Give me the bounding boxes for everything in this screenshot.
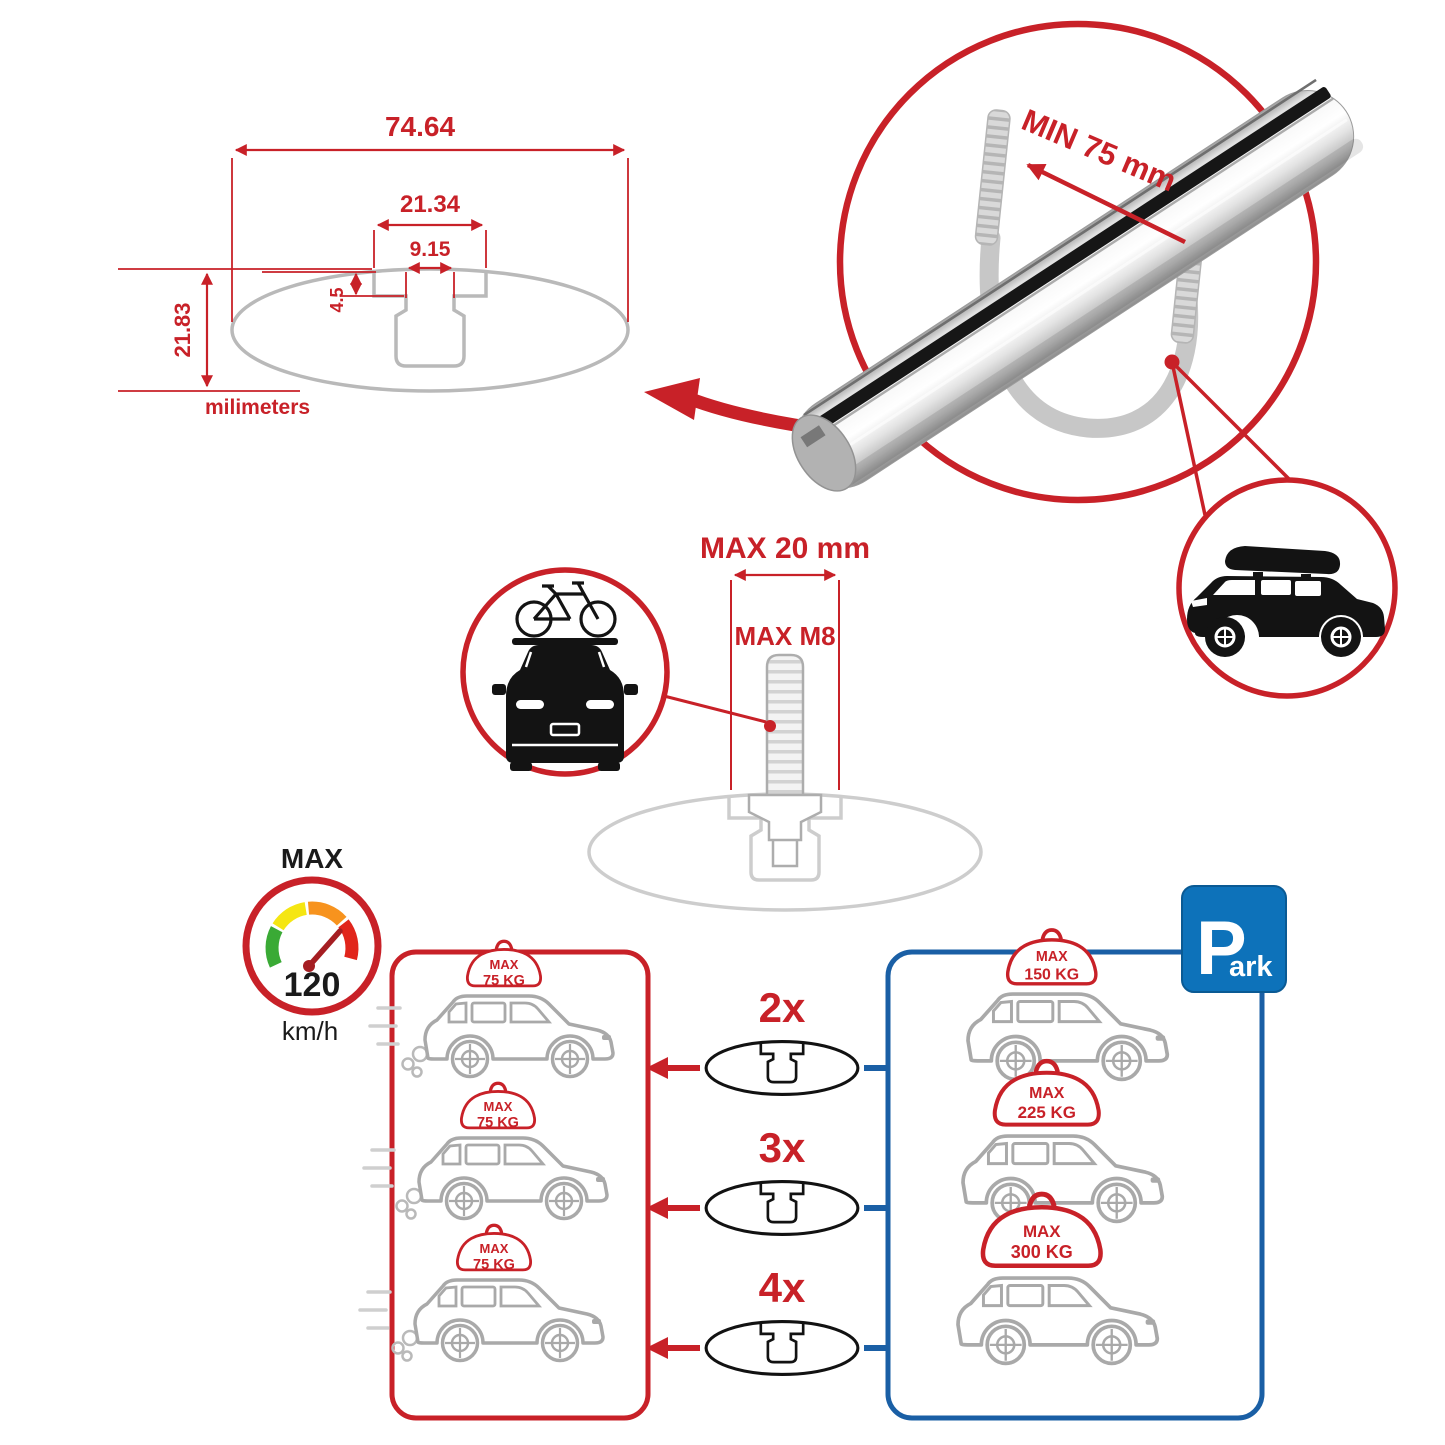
- gauge-max-label: MAX: [281, 843, 344, 874]
- bag-max-label: MAX: [1023, 1222, 1061, 1241]
- motion-lines: [368, 1006, 402, 1046]
- bag-weight-label: 75 KG: [483, 973, 525, 989]
- crossbar-section-icon: [704, 1039, 860, 1097]
- aluminum-bar: [791, 78, 1364, 492]
- bar-options-column: 2x 3x 4x: [646, 984, 918, 1377]
- parked-car-row-3: MAX 300 KG: [956, 1194, 1160, 1366]
- park-sign: P ark: [1181, 885, 1287, 993]
- motion-lines: [362, 1148, 396, 1188]
- gauge-speed-unit: km/h: [282, 1016, 338, 1046]
- suv-with-roofbox-icon: [1187, 546, 1385, 657]
- gauge-circle: [242, 876, 382, 1016]
- parked-car-row-1: MAX 150 KG: [966, 928, 1170, 1082]
- driving-panel: MAX 75 KG MAX 75 KG MAX 75 KG: [358, 939, 651, 1421]
- option-count-1: 2x: [759, 984, 806, 1031]
- mounting-bolt: [747, 653, 823, 868]
- gauge-needle-pivot: [303, 960, 315, 972]
- ghost-profile-channel: [727, 796, 843, 882]
- bag-weight-label: 300 KG: [1011, 1242, 1073, 1262]
- option-count-2: 3x: [759, 1124, 806, 1171]
- option-count-3: 4x: [759, 1264, 806, 1311]
- mounting-detail: MAX 20 mm MAX M8: [460, 532, 983, 912]
- min-span-arrow: [1026, 162, 1186, 245]
- connector-dot: [764, 720, 776, 732]
- parked-car-row-2: MAX 225 KG: [961, 1061, 1165, 1224]
- connector-line: [663, 694, 767, 724]
- motion-lines: [358, 1290, 392, 1330]
- dim-channel-outer: 21.34: [400, 191, 461, 218]
- bag-max-label: MAX: [484, 1099, 513, 1114]
- bag-max-label: MAX: [490, 957, 519, 972]
- speed-gauge: MAX 120 km/h: [242, 843, 382, 1046]
- driving-car-row-1: MAX 75 KG: [368, 939, 615, 1079]
- crossbar-section-icon: [704, 1179, 860, 1237]
- bag-weight-label: 75 KG: [477, 1115, 519, 1131]
- profile-ellipse: [230, 267, 630, 393]
- connector-line: [1170, 361, 1207, 516]
- crossbar-section-icon: [704, 1319, 860, 1377]
- parking-panel: MAX 150 KG MAX 225 KG MAX 300 KG P ark: [885, 885, 1287, 1421]
- bag-weight-label: 75 KG: [473, 1257, 515, 1273]
- max-bolt-label: MAX M8: [734, 621, 835, 651]
- bag-max-label: MAX: [1029, 1085, 1065, 1102]
- driving-car-row-2: MAX 75 KG: [362, 1081, 609, 1221]
- gauge-arc: [265, 901, 359, 968]
- gauge-needle: [306, 928, 343, 969]
- bag-weight-label: 225 KG: [1018, 1103, 1076, 1122]
- units-label: milimeters: [205, 396, 310, 419]
- red-arrowhead: [646, 1057, 668, 1079]
- dimension-diagram: 74.64 21.34 9.15 4.5 21.83 milimeters: [118, 111, 630, 419]
- red-arrowhead: [646, 1197, 668, 1219]
- gauge-speed-value: 120: [284, 966, 341, 1004]
- crossbar-detail: MIN 75 mm: [791, 20, 1398, 699]
- driving-car-row-3: MAX 75 KG: [358, 1223, 605, 1363]
- park-sign-ark: ark: [1229, 951, 1273, 983]
- max-width-label: MAX 20 mm: [700, 532, 870, 565]
- park-sign-p: P: [1196, 906, 1247, 991]
- dim-total-height: 21.83: [170, 302, 195, 357]
- red-arrowhead: [646, 1337, 668, 1359]
- bag-max-label: MAX: [1036, 949, 1068, 965]
- bag-weight-label: 150 KG: [1024, 966, 1079, 983]
- pointer-arrowhead: [644, 378, 700, 420]
- bag-max-label: MAX: [480, 1241, 509, 1256]
- profile-channel: [372, 272, 488, 368]
- dim-slot-width: 9.15: [410, 238, 451, 261]
- car-front-with-bike-icon: [492, 581, 638, 771]
- dim-step-depth: 4.5: [327, 287, 347, 312]
- dim-total-width: 74.64: [385, 111, 455, 142]
- connector-line: [1170, 360, 1292, 482]
